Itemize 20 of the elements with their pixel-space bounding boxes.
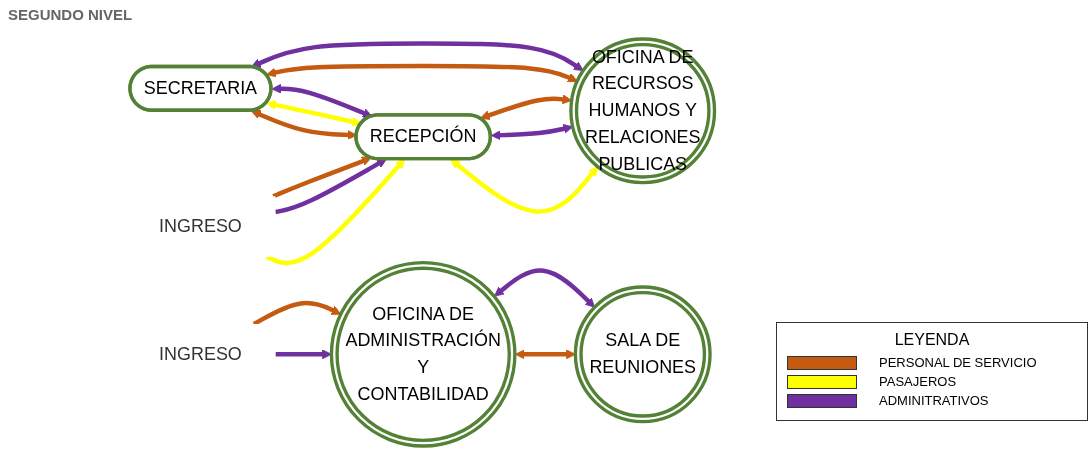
arrow	[265, 158, 406, 266]
diagram-title: SEGUNDO NIVEL	[8, 6, 133, 23]
node-circle	[329, 260, 517, 448]
legend-label: PERSONAL DE SERVICIO	[879, 355, 1037, 370]
node-text: INGRESO	[159, 216, 242, 236]
arrow	[272, 156, 372, 199]
arrow	[494, 268, 596, 308]
legend-label: ADMINITRATIVOS	[879, 393, 989, 408]
arrow	[450, 159, 599, 214]
arrow	[271, 83, 373, 118]
arrow	[251, 41, 584, 72]
node-circle	[569, 37, 717, 185]
legend-label: PASAJEROS	[879, 374, 957, 389]
arrow	[275, 158, 387, 215]
legend-title: LEYENDA	[893, 331, 971, 349]
arrow	[266, 100, 362, 127]
arrow	[252, 300, 342, 326]
node-circle	[573, 285, 712, 424]
arrow	[266, 63, 578, 83]
node-text: INGRESO	[159, 344, 242, 364]
